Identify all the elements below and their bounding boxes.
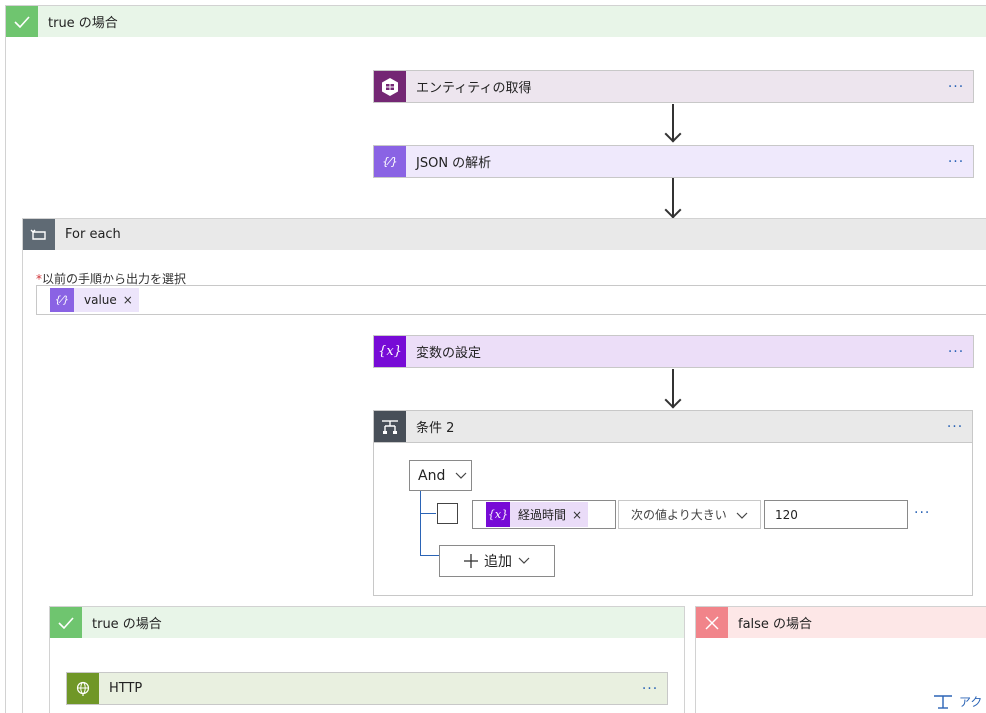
parse-json-more-button[interactable]: ··· xyxy=(947,153,965,170)
foreach-header[interactable]: For each xyxy=(23,219,986,250)
chevron-down-icon xyxy=(455,472,467,479)
foreach-field-label: *以前の手順から出力を選択 xyxy=(36,270,186,287)
tree-connector xyxy=(420,513,436,514)
tree-connector xyxy=(420,555,439,556)
condition-icon xyxy=(374,411,406,442)
flow-connector xyxy=(672,178,674,216)
data-operation-icon: {⁄} xyxy=(50,288,74,312)
parse-json-card[interactable]: {⁄} JSON の解析 ··· xyxy=(373,145,974,178)
foreach-output-input[interactable]: {⁄} value × xyxy=(36,285,986,315)
variable-icon: {x} xyxy=(486,502,510,527)
condition-operand-input[interactable]: {x} 経過時間 × xyxy=(472,500,616,529)
true-branch-frame xyxy=(49,606,685,713)
variable-icon: {x} xyxy=(374,336,406,367)
add-condition-label: 追加 xyxy=(484,554,512,570)
condition-label: 条件 2 xyxy=(416,421,455,436)
parse-json-label: JSON の解析 xyxy=(416,156,492,171)
condition-card[interactable]: 条件 2 ··· xyxy=(373,410,973,443)
condition-body xyxy=(373,443,973,596)
check-icon xyxy=(6,6,38,37)
get-entity-label: エンティティの取得 xyxy=(416,81,532,96)
http-label: HTTP xyxy=(109,681,143,696)
add-action-icon xyxy=(934,694,952,709)
foreach-label: For each xyxy=(65,227,121,242)
chevron-down-icon xyxy=(518,557,530,564)
elapsed-time-token-label: 経過時間 xyxy=(518,508,567,522)
false-branch-frame xyxy=(695,606,986,713)
value-token-label: value xyxy=(84,293,117,307)
add-action-label: アク xyxy=(959,695,983,709)
add-condition-button[interactable]: 追加 xyxy=(439,545,555,577)
false-branch-header[interactable]: false の場合 xyxy=(696,607,986,638)
globe-icon xyxy=(67,673,99,704)
remove-token-button[interactable]: × xyxy=(572,507,583,522)
group-operator-select[interactable]: And xyxy=(409,460,472,491)
elapsed-time-token[interactable]: {x} 経過時間 × xyxy=(486,502,589,527)
group-operator-value: And xyxy=(418,467,446,484)
add-action-link[interactable]: アク xyxy=(933,693,982,710)
dataverse-icon xyxy=(374,71,406,102)
plus-icon xyxy=(464,554,478,568)
flow-connector xyxy=(672,369,674,406)
set-variable-card[interactable]: {x} 変数の設定 ··· xyxy=(373,335,974,368)
false-branch-label: false の場合 xyxy=(738,617,813,632)
data-operation-icon: {⁄} xyxy=(374,146,406,177)
set-variable-more-button[interactable]: ··· xyxy=(947,343,965,360)
get-entity-more-button[interactable]: ··· xyxy=(947,78,965,95)
http-more-button[interactable]: ··· xyxy=(641,680,659,697)
outer-scope-header[interactable]: true の場合 xyxy=(6,6,986,37)
foreach-field-label-text: 以前の手順から出力を選択 xyxy=(42,272,187,286)
get-entity-card[interactable]: エンティティの取得 ··· xyxy=(373,70,974,103)
condition-operator-value: 次の値より大きい xyxy=(631,508,727,522)
condition-more-button[interactable]: ··· xyxy=(946,418,964,435)
condition-value: 120 xyxy=(775,507,798,522)
flow-connector xyxy=(672,104,674,140)
tree-connector xyxy=(420,491,421,555)
close-icon xyxy=(696,607,728,638)
row-more-button[interactable]: ··· xyxy=(914,505,931,521)
loop-icon xyxy=(23,219,55,250)
required-mark: * xyxy=(36,272,42,286)
remove-token-button[interactable]: × xyxy=(122,293,133,307)
condition-operator-select[interactable]: 次の値より大きい xyxy=(618,500,761,529)
http-card[interactable]: HTTP ··· xyxy=(66,672,668,705)
value-token[interactable]: {⁄} value × xyxy=(50,288,139,312)
row-select-checkbox[interactable] xyxy=(437,503,458,524)
set-variable-label: 変数の設定 xyxy=(416,346,482,361)
true-branch-label: true の場合 xyxy=(92,617,162,632)
check-icon xyxy=(50,607,82,638)
true-branch-header[interactable]: true の場合 xyxy=(50,607,684,638)
outer-scope-label: true の場合 xyxy=(48,16,118,31)
foreach-frame xyxy=(22,218,986,713)
condition-value-input[interactable]: 120 xyxy=(764,500,908,529)
chevron-down-icon xyxy=(736,512,748,519)
